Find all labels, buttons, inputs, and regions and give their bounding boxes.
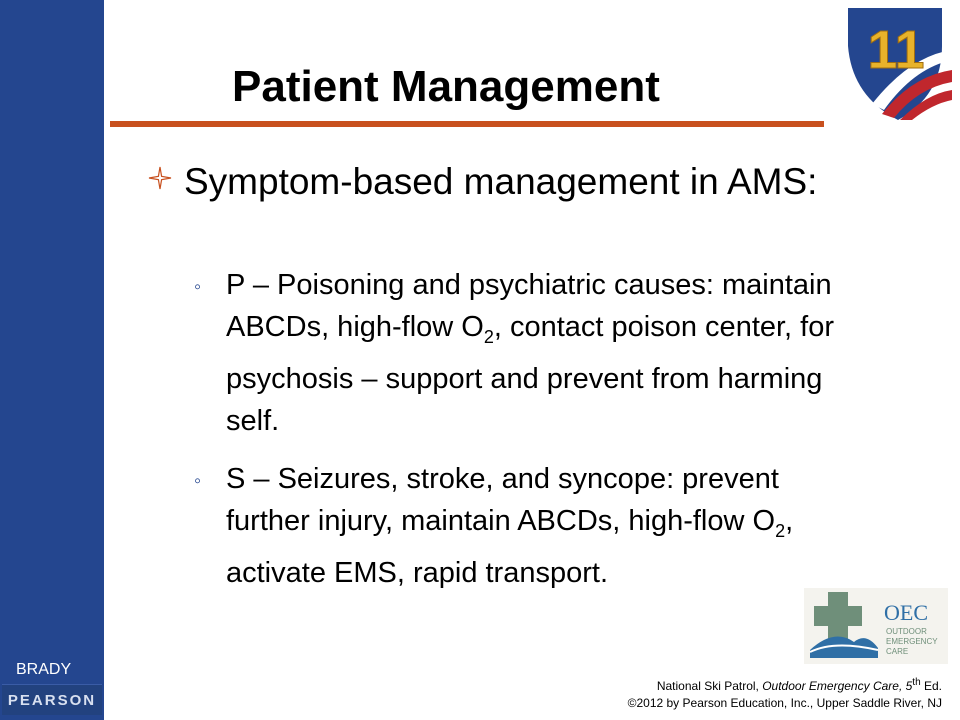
sub-bullet-text: S – Seizures, stroke, and syncope: preve…: [226, 458, 866, 594]
subscript-2: 2: [483, 326, 494, 347]
sub-bullet-text-a: P – Poisoning and psychiatric causes: ma…: [226, 269, 832, 343]
badge-number: 11: [867, 20, 924, 80]
footer-book: Outdoor Emergency Care, 5: [762, 679, 913, 693]
pearson-logo: PEARSON: [2, 684, 102, 715]
sub-bullet-text-b: , activate EMS, rapid transport.: [226, 505, 794, 589]
oec-logo-line-3: CARE: [886, 647, 908, 656]
footer-org: National Ski Patrol,: [656, 679, 763, 693]
circle-bullet-icon: ◦: [194, 470, 202, 492]
circle-bullet-icon: ◦: [194, 276, 202, 298]
oec-logo-line-2: EMERGENCY: [886, 637, 938, 646]
brady-label: BRADY: [16, 661, 72, 678]
footer-copyright: ©2012 by Pearson Education, Inc., Upper …: [627, 696, 942, 710]
title-underline: [110, 121, 824, 127]
badge-stripe-3: [872, 50, 952, 110]
footer-edition-sup: th: [912, 677, 921, 688]
footer-edition-end: Ed.: [920, 679, 942, 693]
left-sidebar: BRADY PEARSON: [0, 0, 104, 720]
oec-mountain-icon: [810, 636, 878, 658]
oec-logo: OEC OUTDOOR EMERGENCY CARE: [804, 588, 948, 664]
slide-title: Patient Management: [232, 62, 660, 111]
footer-line-1: National Ski Patrol, Outdoor Emergency C…: [522, 674, 942, 695]
oec-logo-name: OEC: [884, 600, 928, 625]
oec-logo-line-1: OUTDOOR: [886, 627, 927, 636]
chapter-badge-logo: 11: [848, 8, 952, 120]
oec-wave-icon: [809, 644, 879, 653]
footer-credit: National Ski Patrol, Outdoor Emergency C…: [522, 674, 942, 712]
sub-bullet-text: P – Poisoning and psychiatric causes: ma…: [226, 264, 866, 442]
sub-bullet-text-a: S – Seizures, stroke, and syncope: preve…: [226, 463, 779, 537]
oec-cross-icon: [814, 592, 862, 640]
badge-stripe-2: [900, 90, 952, 120]
subscript-2: 2: [775, 520, 786, 541]
bullet-text: Symptom-based management in AMS:: [184, 161, 818, 202]
badge-stripe-1: [882, 70, 952, 118]
sub-bullet-text-b: , contact poison center, for psychosis –…: [226, 311, 835, 437]
star-bullet-icon: [148, 166, 172, 190]
